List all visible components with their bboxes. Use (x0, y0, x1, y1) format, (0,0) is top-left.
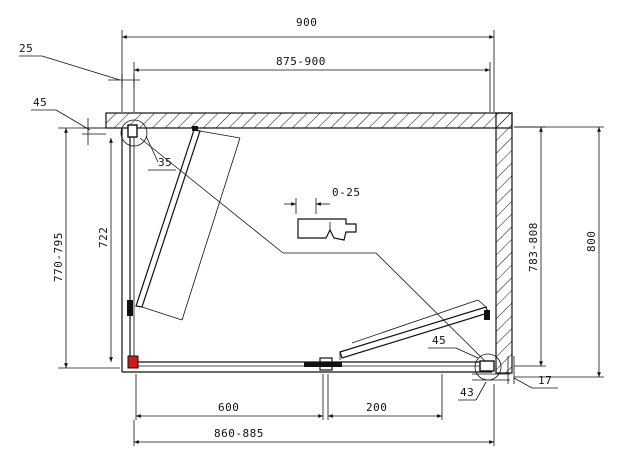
dim-text-45-left: 45 (33, 96, 47, 109)
dim-text-35: 35 (158, 156, 172, 169)
dim-17-corner: 17 (507, 356, 558, 389)
wall-right (495, 112, 513, 374)
dim-text-43-corner: 43 (460, 386, 474, 399)
dim-right-783-808: 783-808 (514, 126, 546, 367)
dim-text-722: 722 (97, 227, 110, 248)
dim-right-800: 800 (514, 126, 604, 378)
dim-text-17-corner: 17 (538, 374, 552, 387)
dim-35: 35 (145, 135, 176, 171)
bottom-rail (122, 357, 492, 373)
dim-text-900: 900 (296, 16, 317, 29)
dim-text-800: 800 (585, 231, 598, 252)
dim-text-860-885: 860-885 (214, 427, 264, 440)
dim-text-25: 25 (19, 42, 33, 55)
dim-top-900: 900 (121, 16, 495, 112)
dim-text-770-795: 770-795 (52, 232, 65, 282)
adjust-detail: 0-25 (284, 186, 361, 241)
right-door-open (339, 299, 490, 360)
dim-text-600: 600 (218, 401, 239, 414)
dim-bottom-600: 600 (135, 374, 324, 420)
dim-text-783-808: 783-808 (527, 222, 540, 272)
wall-top (105, 112, 513, 129)
dim-left-722: 722 (97, 138, 113, 362)
dim-25: 25 (19, 42, 140, 88)
dim-text-875-900: 875-900 (276, 55, 326, 68)
dim-text-200: 200 (366, 401, 387, 414)
hinge-bottom-right (472, 353, 510, 381)
hinge-top-left (120, 119, 148, 147)
dim-text-0-25: 0-25 (332, 186, 361, 199)
left-door-open (135, 126, 241, 321)
dim-left-770-795: 770-795 (52, 127, 120, 369)
dim-45-corner: 45 (428, 334, 479, 359)
red-corner-marker (127, 355, 139, 369)
dim-bottom-860-885: 860-885 (133, 384, 495, 446)
dim-text-45-corner: 45 (432, 334, 446, 347)
dim-bottom-200: 200 (327, 374, 443, 420)
left-wall-profile (121, 128, 135, 372)
dim-top-875-900: 875-900 (133, 55, 491, 112)
dim-45-left: 45 (31, 96, 106, 145)
dim-43-corner: 43 (458, 381, 487, 401)
diagonal-leader (139, 137, 487, 363)
